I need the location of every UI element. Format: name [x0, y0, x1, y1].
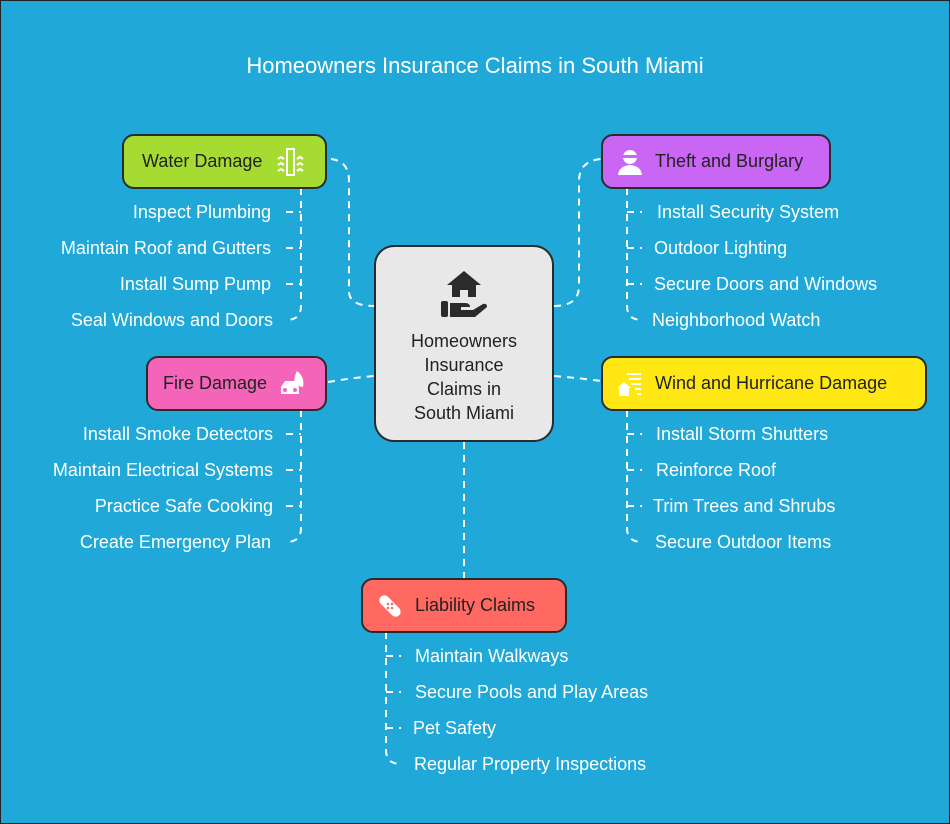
theft-items-line [626, 188, 643, 321]
wind-items-line [626, 410, 643, 543]
list-item: Secure Pools and Play Areas [415, 682, 649, 702]
list-item: Trim Trees and Shrubs [653, 496, 836, 516]
category-label: Liability Claims [415, 595, 536, 615]
bandage-icon [375, 591, 405, 621]
list-item: Install Storm Shutters [656, 424, 829, 444]
wind-house-icon [615, 369, 645, 399]
list-item: Outdoor Lighting [654, 238, 788, 258]
list-item: Pet Safety [413, 718, 497, 738]
list-item: Maintain Walkways [415, 646, 569, 666]
house-in-hand-icon [376, 267, 552, 321]
diagram-title: Homeowners Insurance Claims in South Mia… [246, 53, 704, 78]
list-item: Create Emergency Plan [79, 532, 271, 552]
list-item: Install Smoke Detectors [82, 424, 273, 444]
water-items-line [285, 188, 302, 321]
flooded-building-icon [276, 147, 306, 177]
connector-fire [327, 375, 375, 383]
list-item: Reinforce Roof [656, 460, 777, 480]
burglar-icon [615, 147, 645, 177]
category-wind-and-hurricane-damage[interactable]: Wind and Hurricane Damage [601, 356, 927, 411]
list-item: Practice Safe Cooking [94, 496, 273, 516]
list-item: Install Security System [657, 202, 840, 222]
connector-water [330, 158, 375, 307]
connector-wind [553, 375, 602, 382]
liability-items-line [385, 632, 402, 765]
category-fire-damage[interactable]: Fire Damage [146, 356, 327, 411]
category-water-damage[interactable]: Water Damage [122, 134, 327, 189]
list-item: Install Sump Pump [119, 274, 271, 294]
fire-items-line [285, 410, 302, 543]
list-item: Secure Outdoor Items [655, 532, 832, 552]
list-item: Maintain Roof and Gutters [60, 238, 271, 258]
category-liability-claims[interactable]: Liability Claims [361, 578, 567, 633]
connector-theft [553, 158, 602, 307]
category-label: Water Damage [142, 151, 263, 171]
list-item: Secure Doors and Windows [654, 274, 878, 294]
car-fire-icon [277, 369, 307, 399]
category-label: Fire Damage [163, 373, 268, 393]
category-label: Wind and Hurricane Damage [655, 373, 888, 393]
category-label: Theft and Burglary [655, 151, 804, 171]
list-item: Maintain Electrical Systems [52, 460, 273, 480]
list-item: Neighborhood Watch [652, 310, 821, 330]
list-item: Regular Property Inspections [414, 754, 647, 774]
list-item: Inspect Plumbing [132, 202, 271, 222]
category-theft-and-burglary[interactable]: Theft and Burglary [601, 134, 831, 189]
list-item: Seal Windows and Doors [70, 310, 273, 330]
